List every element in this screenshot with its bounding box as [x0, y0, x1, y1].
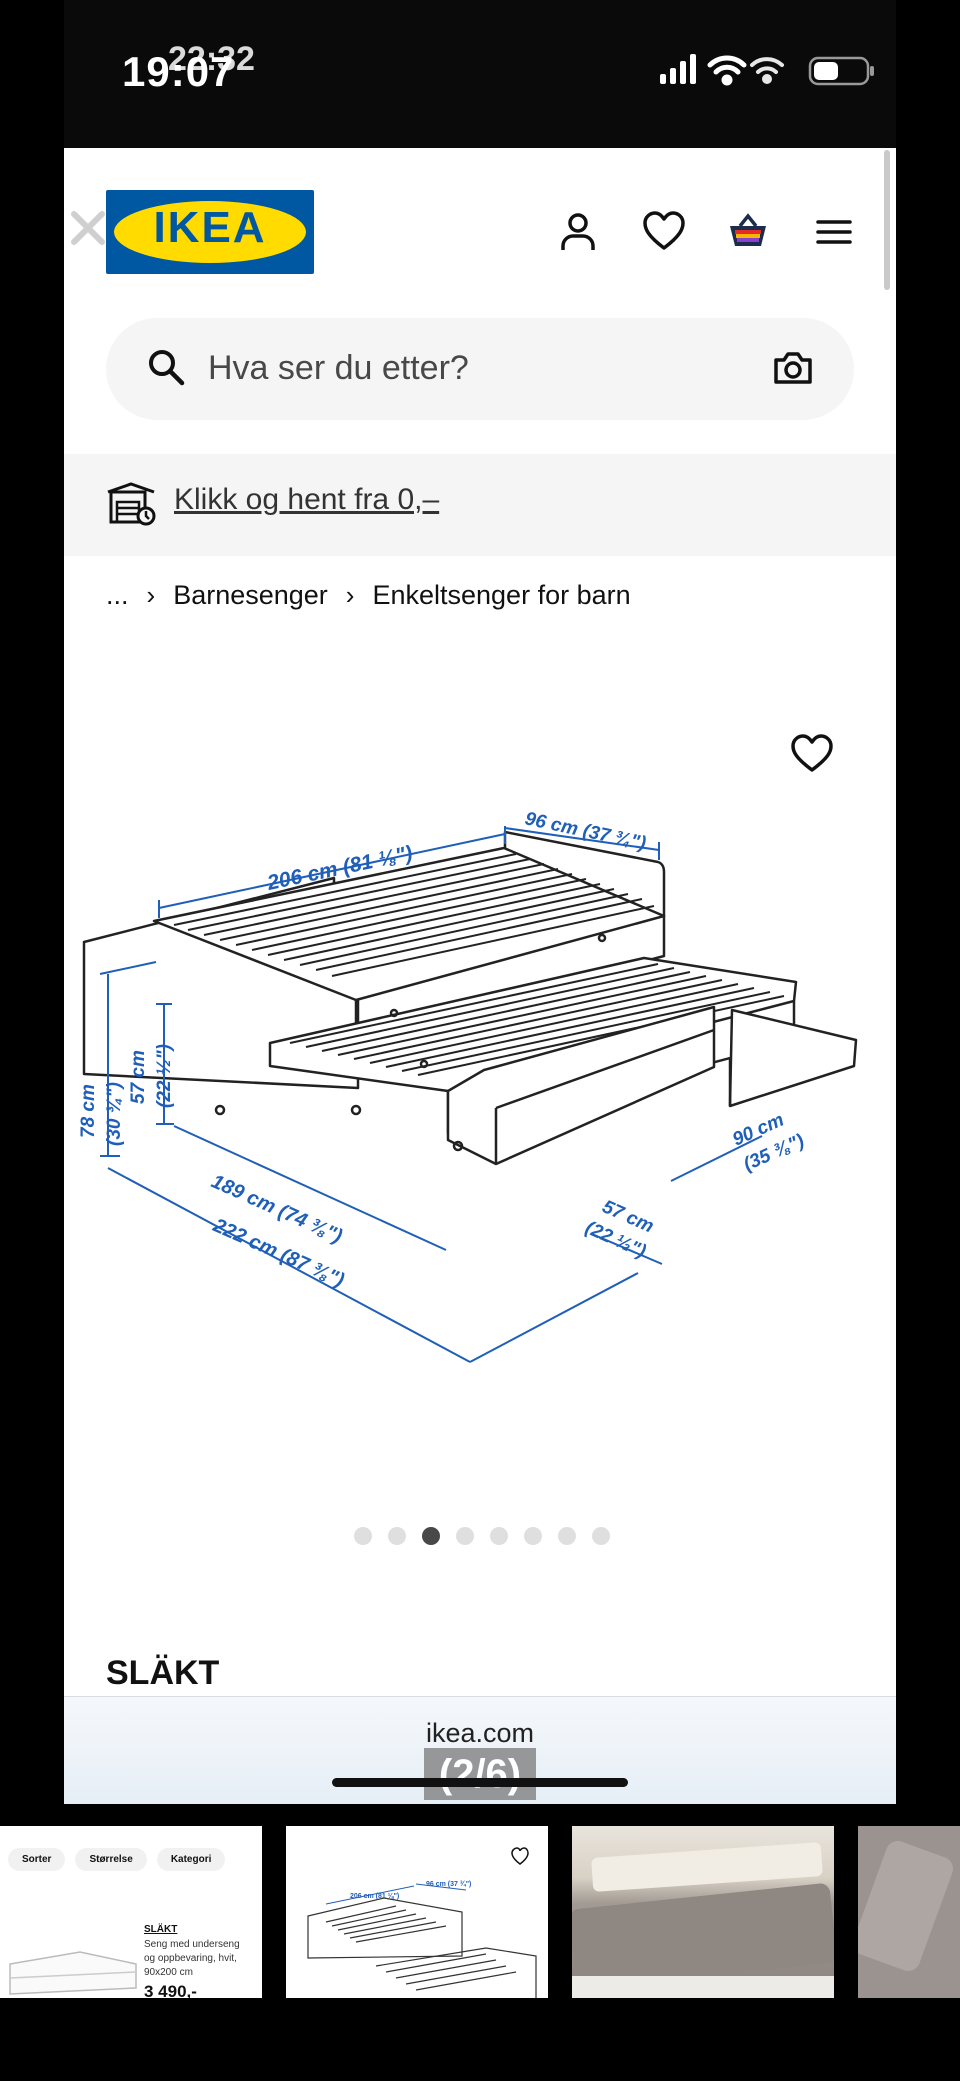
search-icon	[149, 350, 185, 386]
product-dimension-image[interactable]: 206 cm (81 ⅛") 96 cm (37 ¾") 78 cm (30 ¾…	[64, 788, 896, 1528]
carousel-dot[interactable]	[354, 1527, 372, 1545]
wifi-ghost-icon	[750, 57, 784, 84]
click-and-collect-link[interactable]: Klikk og hent fra 0,–	[174, 483, 440, 516]
chevron-right-icon: ›	[345, 580, 355, 610]
breadcrumb-ellipsis[interactable]: ...	[106, 580, 129, 610]
thumb-price: 3 490,-	[144, 1982, 197, 1998]
image-carousel-dots[interactable]	[354, 1527, 610, 1545]
favorite-heart-icon[interactable]	[790, 734, 834, 774]
thumbnail-listing[interactable]: Sorter Størrelse Kategori SLÄKT Seng med…	[0, 1826, 262, 1998]
carousel-dot[interactable]	[558, 1527, 576, 1545]
page-counter: (2/6)	[424, 1748, 536, 1800]
dimension-bed-height-cm: 57 cm	[128, 1050, 149, 1104]
filter-chip: Kategori	[156, 1848, 226, 1871]
dimension-total-height-in: (30 ¾")	[104, 1082, 125, 1146]
promo-banner	[64, 454, 896, 556]
bed-thumbnail-icon	[9, 1951, 137, 1995]
store-pickup-icon	[107, 482, 156, 526]
profile-icon[interactable]	[556, 210, 600, 254]
carousel-dot[interactable]	[524, 1527, 542, 1545]
url-text[interactable]: ikea.com	[425, 1718, 535, 1748]
carousel-dot[interactable]	[592, 1527, 610, 1545]
chevron-right-icon: ›	[146, 580, 156, 610]
thumb-product-name: SLÄKT	[144, 1924, 178, 1935]
carousel-dot[interactable]	[422, 1527, 440, 1545]
desc-line: 90x200 cm	[144, 1967, 193, 1978]
status-time-ghost: 22:32	[168, 40, 255, 78]
bed-drawing-thumbnail: 206 cm (81 ⅛") 96 cm (37 ¾")	[307, 1847, 537, 1998]
thumbnail-strip[interactable]: Sorter Størrelse Kategori SLÄKT Seng med…	[0, 1826, 960, 1998]
desc-line: Seng med underseng	[144, 1939, 240, 1950]
breadcrumb-item[interactable]: Enkeltsenger for barn	[372, 580, 631, 610]
ikea-logo[interactable]: IKEA	[106, 190, 314, 274]
thumb-description: Seng med underseng og oppbevaring, hvit,…	[144, 1938, 240, 1980]
logo-text: IKEA	[153, 203, 267, 252]
status-icons	[660, 54, 874, 86]
menu-icon[interactable]	[812, 210, 856, 254]
carousel-dot[interactable]	[388, 1527, 406, 1545]
filter-chip: Størrelse	[75, 1848, 147, 1871]
mini-dimension-length: 206 cm (81 ⅛")	[350, 1893, 399, 1900]
status-time: 19:07	[122, 48, 235, 95]
carousel-dot[interactable]	[456, 1527, 474, 1545]
product-name: SLÄKT	[106, 1654, 220, 1692]
heart-icon[interactable]	[642, 210, 686, 254]
status-bar	[64, 0, 896, 148]
heart-icon	[511, 1847, 529, 1865]
thumbnail-dimensions[interactable]: 206 cm (81 ⅛") 96 cm (37 ¾")	[286, 1826, 548, 1998]
breadcrumb: ... › Barnesenger › Enkeltsenger for bar…	[106, 580, 631, 611]
battery-icon	[808, 56, 874, 86]
cart-icon[interactable]	[726, 210, 770, 254]
wifi-icon	[707, 55, 747, 86]
mini-dimension-width: 96 cm (37 ¾")	[426, 1880, 471, 1888]
search-input[interactable]	[106, 318, 854, 420]
filter-chip: Sorter	[8, 1848, 66, 1871]
breadcrumb-item[interactable]: Barnesenger	[173, 580, 328, 610]
scrollbar[interactable]	[884, 150, 890, 290]
thumbnail-photo-duvet[interactable]	[858, 1826, 960, 1998]
search-placeholder: Hva ser du etter?	[208, 349, 469, 387]
dimension-total-height-cm: 78 cm	[78, 1084, 99, 1138]
desc-line: og oppbevaring, hvit,	[144, 1953, 237, 1964]
browser-viewport[interactable]: IKEA Hva ser du etter? Klikk og hent fra…	[64, 148, 896, 1804]
carousel-dot[interactable]	[490, 1527, 508, 1545]
dimension-bed-height-in: (22 ½")	[154, 1044, 175, 1108]
thumbnail-photo-bed[interactable]	[572, 1826, 834, 1998]
camera-search-icon[interactable]	[772, 348, 814, 388]
home-indicator[interactable]	[332, 1778, 628, 1787]
close-icon[interactable]	[68, 208, 108, 248]
signal-icon	[660, 54, 696, 84]
